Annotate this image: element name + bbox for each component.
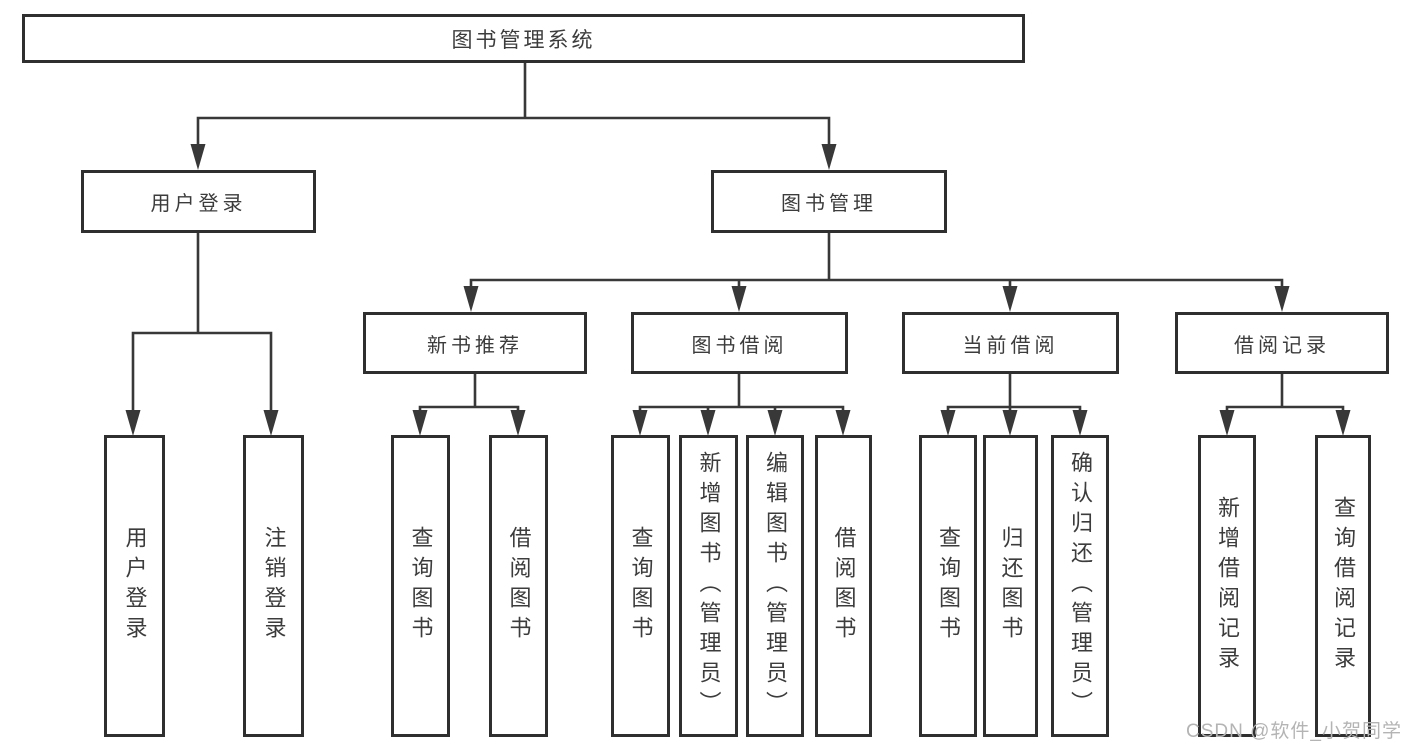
node-new-book-recommendation: 新书推荐: [363, 312, 587, 374]
node-leaf-logout: 注销登录: [243, 435, 304, 737]
node-leaf-query-books-borrowing: 查询图书: [611, 435, 670, 737]
node-leaf-add-borrow-record: 新增借阅记录: [1198, 435, 1256, 737]
node-leaf-edit-books-admin: 编辑图书（管理员）: [746, 435, 804, 737]
node-leaf-return-books: 归还图书: [983, 435, 1038, 737]
node-leaf-query-books-current: 查询图书: [919, 435, 977, 737]
node-borrowing-records: 借阅记录: [1175, 312, 1389, 374]
arrowheads: [125, 144, 1351, 436]
node-leaf-query-borrow-record: 查询借阅记录: [1315, 435, 1371, 737]
node-leaf-confirm-return-admin: 确认归还（管理员）: [1051, 435, 1109, 737]
node-book-management-module: 图书管理: [711, 170, 947, 233]
node-book-borrowing: 图书借阅: [631, 312, 848, 374]
node-user-login-module: 用户登录: [81, 170, 316, 233]
node-leaf-user-login: 用户登录: [104, 435, 165, 737]
node-current-borrowing: 当前借阅: [902, 312, 1119, 374]
node-library-management-system: 图书管理系统: [22, 14, 1025, 63]
node-leaf-add-books-admin: 新增图书（管理员）: [679, 435, 738, 737]
node-leaf-borrow-books: 借阅图书: [815, 435, 872, 737]
node-leaf-query-books-recommend: 查询图书: [391, 435, 450, 737]
csdn-watermark: CSDN @软件_小贺同学: [1186, 721, 1402, 742]
node-leaf-borrow-books-recommend: 借阅图书: [489, 435, 548, 737]
